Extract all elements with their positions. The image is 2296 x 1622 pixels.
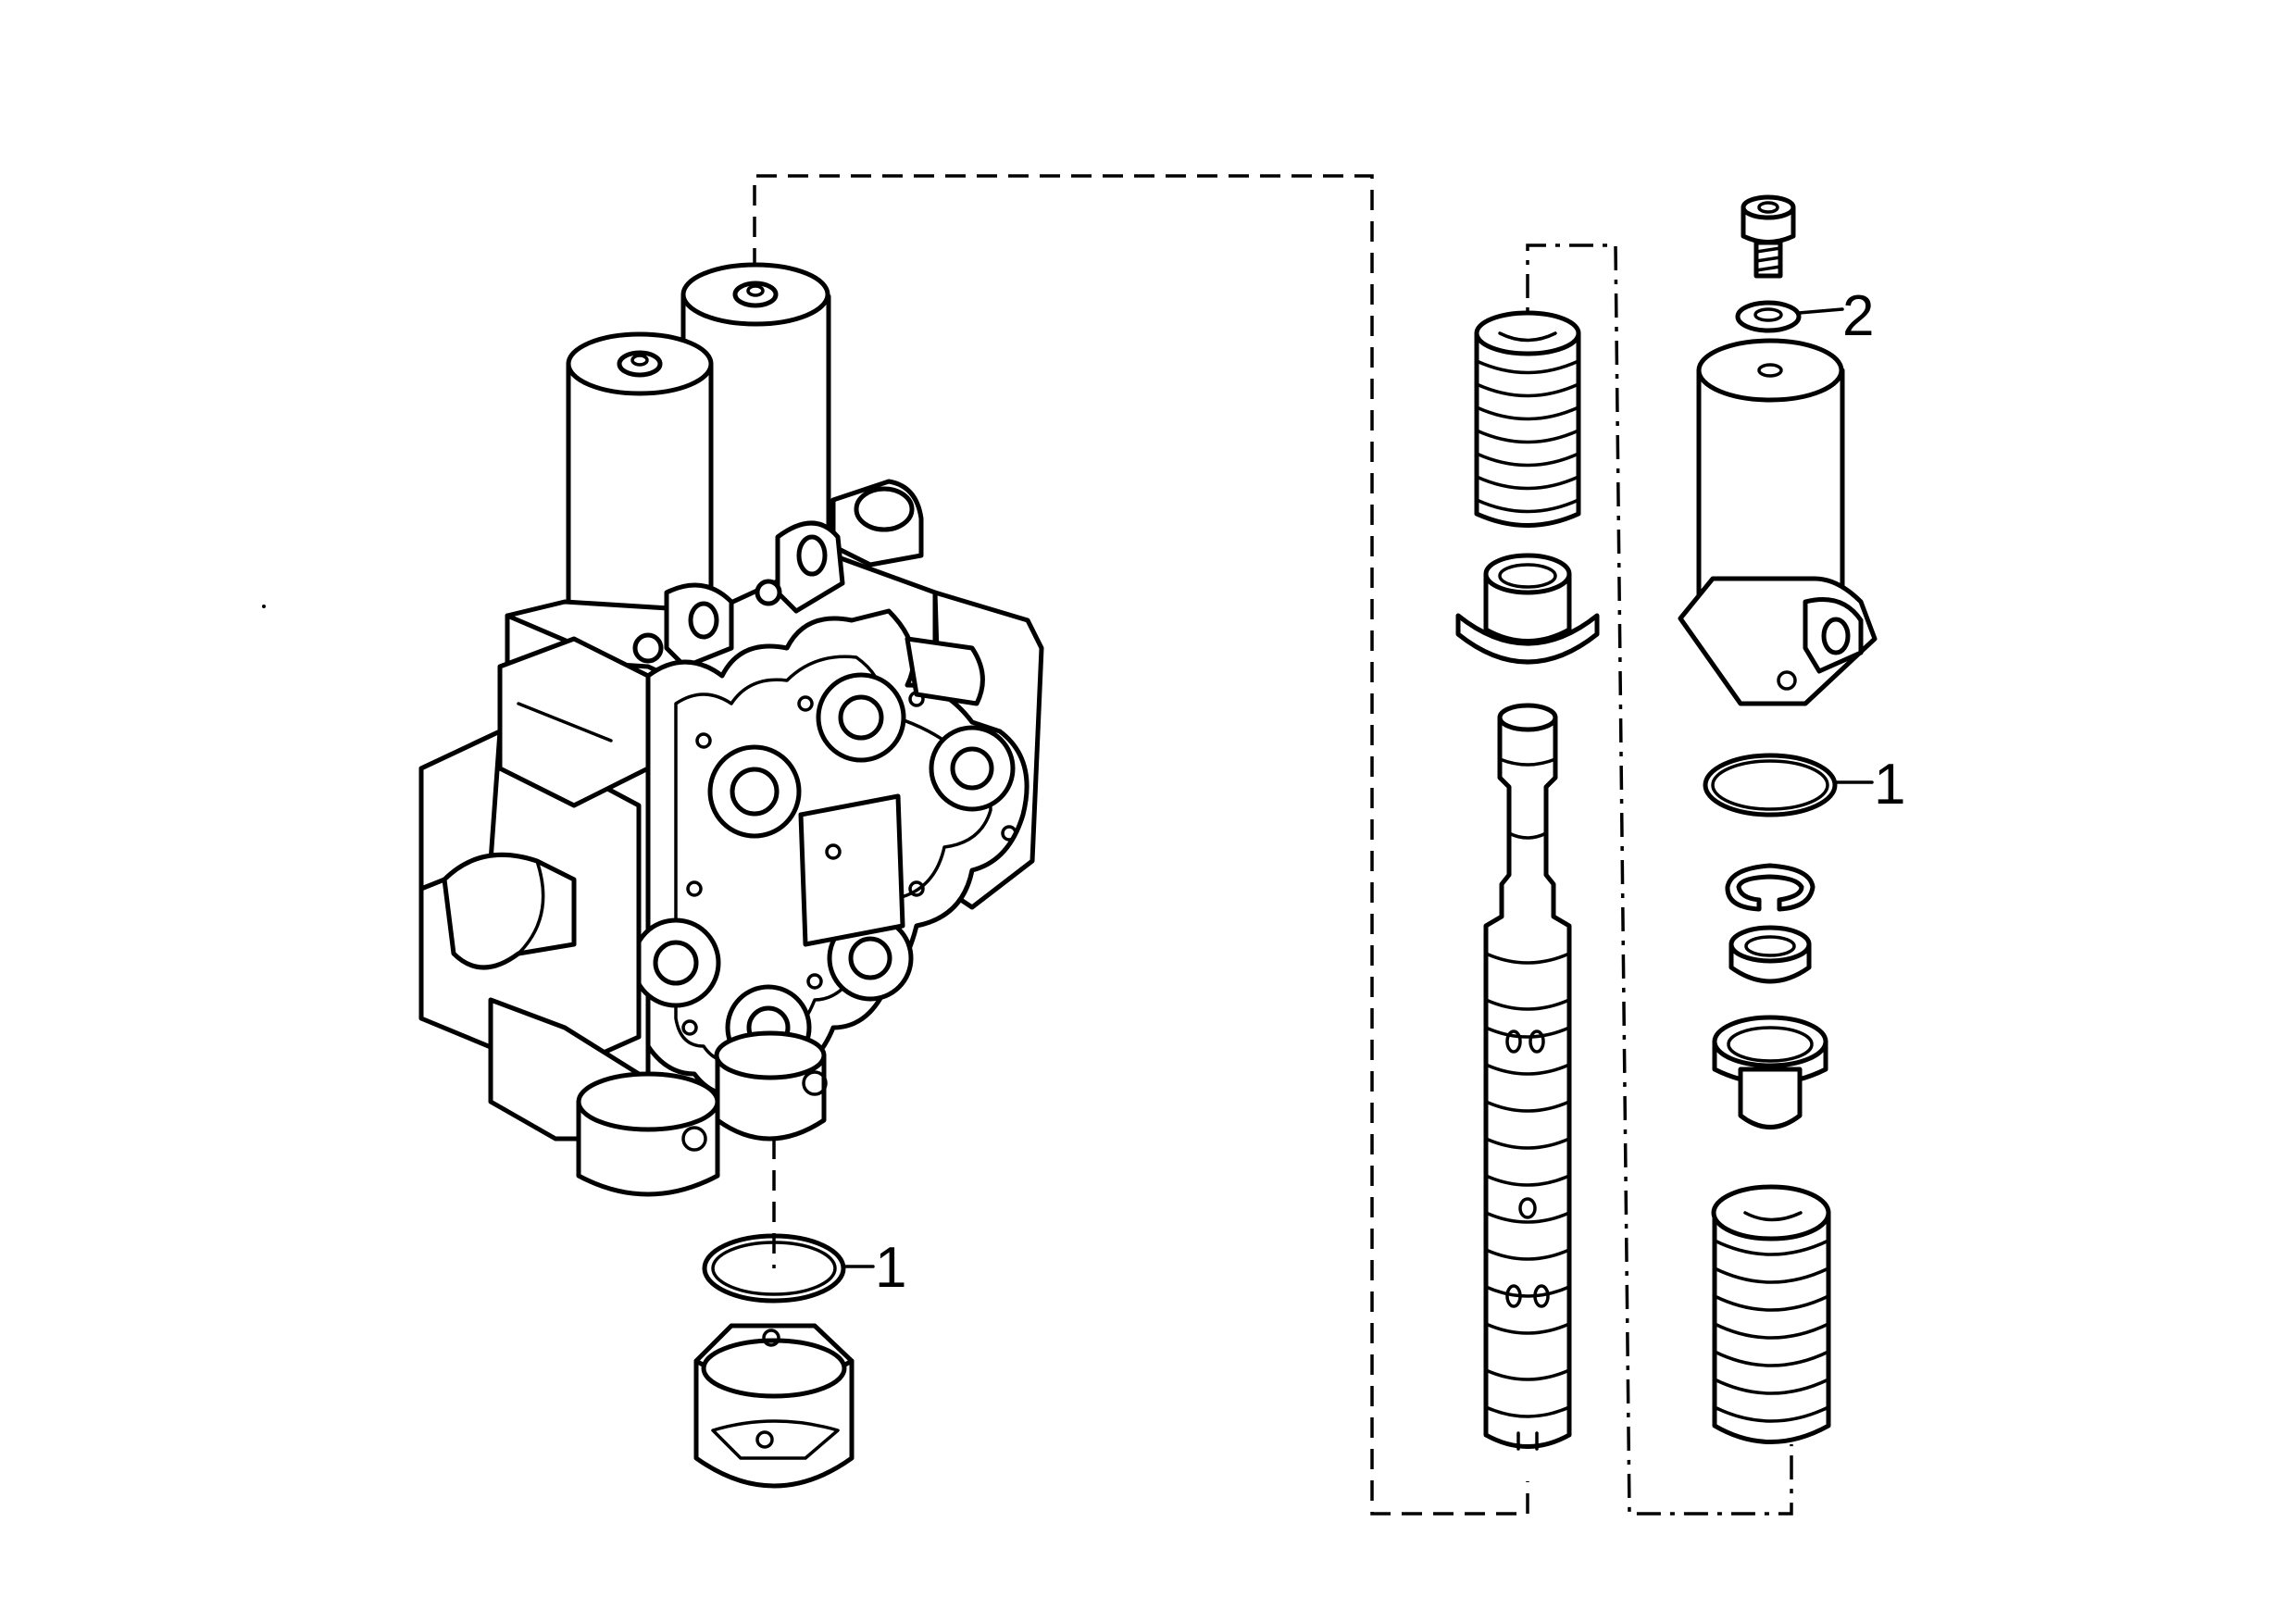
cap-screw	[1741, 194, 1796, 279]
o-ring-lower	[702, 1233, 846, 1304]
bushing	[1728, 925, 1812, 984]
callout-1-right: 1	[1833, 753, 1905, 817]
seal-cup-right	[1712, 1015, 1828, 1129]
spring-upper	[1474, 310, 1581, 528]
callout-1-lower: 1	[842, 1236, 906, 1300]
valve-body-assembly	[418, 262, 1044, 1197]
stray-mark	[262, 605, 266, 608]
callout-label: 1	[875, 1236, 906, 1300]
end-cover-cylinder	[1678, 338, 1878, 706]
spring-lower	[1711, 1184, 1831, 1444]
guide-lines	[753, 174, 1793, 1516]
washer-right	[1735, 300, 1802, 333]
callout-label: 1	[1874, 753, 1905, 817]
spring-seat-upper	[1455, 553, 1600, 665]
valve-spool	[1483, 703, 1572, 1451]
callout-label: 2	[1842, 284, 1874, 348]
callout-2: 2	[1797, 284, 1874, 348]
snap-ring	[1725, 863, 1816, 912]
o-ring-right	[1703, 753, 1838, 817]
seal-cup-lower	[693, 1323, 855, 1489]
